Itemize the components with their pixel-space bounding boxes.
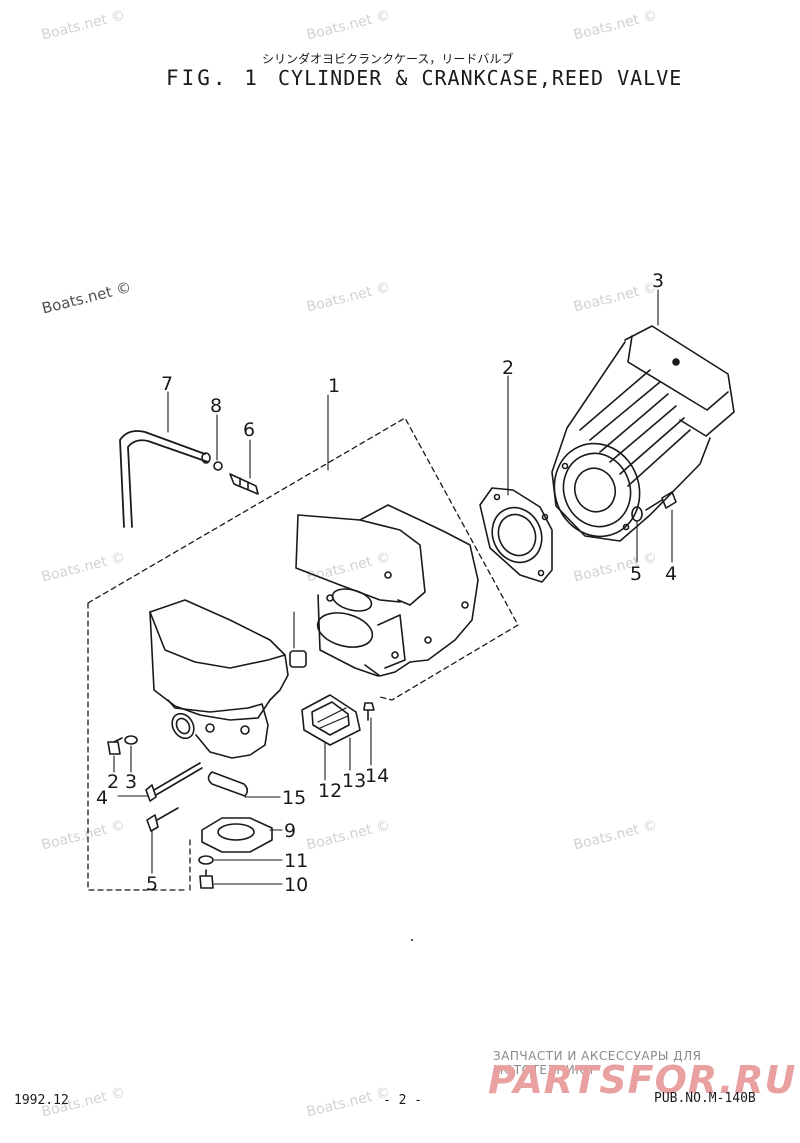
callout-5b: 5 [146,873,158,895]
callout-5: 5 [630,563,642,585]
crankcase-part [295,504,479,677]
callout-6: 6 [243,419,255,441]
footer-date: 1992.12 [14,1093,69,1108]
callout-2b: 2 [107,771,119,793]
cylinder-washer-part [631,506,643,522]
callout-4: 4 [665,563,677,585]
callout-11: 11 [284,850,308,872]
long-bolt-4-part [145,762,203,802]
callout-14: 14 [365,765,389,787]
callout-2: 2 [502,357,514,379]
assembly-outline [87,417,519,891]
leader-lines [113,289,673,885]
figure-title: CYLINDER & CRANKCASE,REED VALVE [278,66,683,90]
washer-3-part [124,735,138,745]
long-bolt-5-part [146,807,179,832]
crankcase-cover-part [149,599,289,759]
callout-4b: 4 [96,787,108,809]
footer-pub-number: PUB.NO.M-140B [654,1091,756,1106]
cylinder-gasket-part [479,487,553,583]
cylinder-part [551,325,735,542]
callout-7: 7 [161,373,173,395]
brand-tagline: ЗАПЧАСТИ И АКСЕССУАРЫ ДЛЯ МОТОТЕХНИКИ [493,1049,702,1077]
callout-3b: 3 [125,771,137,793]
bushing-part [289,650,307,668]
cylinder-bolt-part [645,491,677,511]
callout-12: 12 [318,780,342,802]
callout-13: 13 [342,770,366,792]
footer-page-number: - 2 - [383,1093,423,1108]
nipple-fitting-part [229,473,259,495]
callout-15: 15 [282,787,306,809]
figure-label: FIG. 1 [166,66,260,90]
callout-8: 8 [210,395,222,417]
bolt-2-part [107,737,123,755]
japanese-title: シリンダオヨビクランクケース，リードバルブ [262,52,514,66]
flange-washer-part [198,855,214,865]
reed-screw-part [363,702,375,721]
reed-valve-part [301,694,361,746]
flange-bolt-part [199,869,214,889]
brand-logo: PARTSFOR.RU [488,1058,797,1102]
callout-1: 1 [328,375,340,397]
callout-9: 9 [284,820,296,842]
breather-hose-part [119,430,209,528]
callout-10: 10 [284,874,308,896]
intake-flange-part [201,817,273,853]
callout-3: 3 [652,270,664,292]
hose-clip-part [213,461,223,471]
dowel-pin-part [207,771,249,797]
